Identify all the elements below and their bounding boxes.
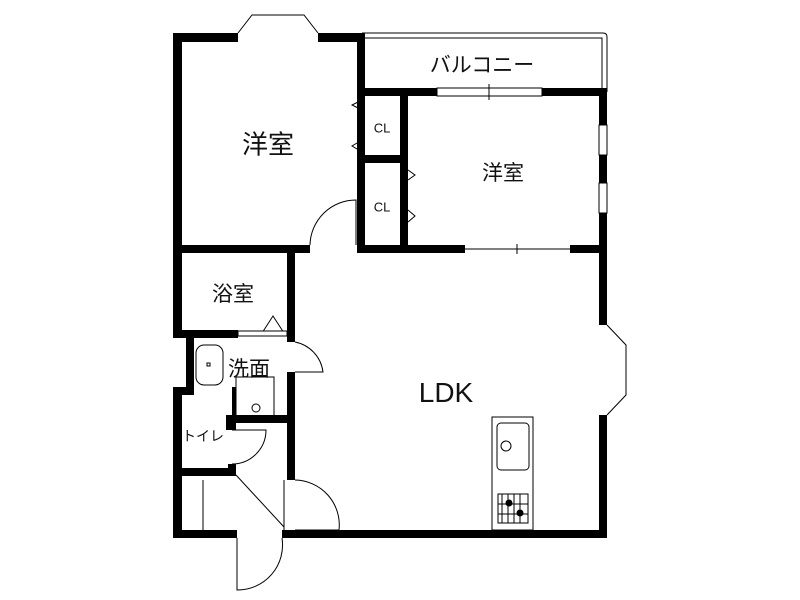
door-ldk <box>294 479 340 531</box>
door-toilet <box>231 429 267 465</box>
sink-icon <box>496 422 530 471</box>
room-label-toilet: トイレ <box>182 429 224 445</box>
door-bedroom1 <box>309 199 357 246</box>
closet-door-2 <box>407 169 416 223</box>
room-label-washroom: 洗面 <box>228 357 270 381</box>
room-label-closet-2: CL <box>373 199 391 215</box>
walls <box>173 33 607 538</box>
room-label-western-room-2: 洋室 <box>482 161 524 185</box>
washbasin <box>195 344 224 386</box>
entrance-door <box>236 537 284 591</box>
room-label-western-room-1: 洋室 <box>241 130 295 161</box>
window-east-1 <box>598 124 608 156</box>
stove-icon <box>497 493 529 524</box>
balcony-rail <box>362 32 608 92</box>
room-label-bathroom: 浴室 <box>212 282 254 306</box>
balcony-rail-inner <box>362 37 603 92</box>
room-label-closet-1: CL <box>373 120 391 136</box>
door-washroom <box>294 341 324 373</box>
bay-window-top <box>237 14 319 34</box>
room-label-ldk: LDK <box>418 377 474 408</box>
window-east-2 <box>598 182 608 214</box>
room-label-balcony: バルコニー <box>429 53 535 77</box>
bath-door <box>261 315 285 334</box>
bay-window-east <box>606 324 627 416</box>
